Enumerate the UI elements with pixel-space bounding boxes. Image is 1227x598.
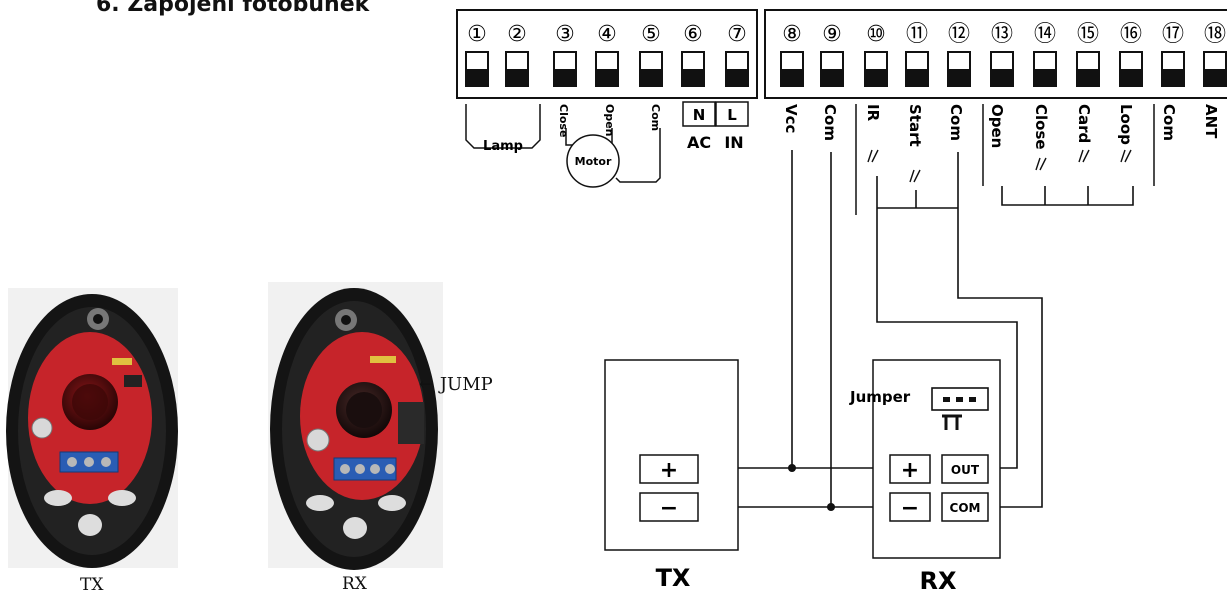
terminal-screw-fill-9 [821, 69, 843, 86]
terminal-screw-fill-6 [682, 69, 704, 86]
terminal-screw-fill-11 [906, 69, 928, 86]
terminal-screw-fill-13 [991, 69, 1013, 86]
terminal-stubs [855, 104, 1155, 215]
jumper-cap [942, 414, 962, 430]
terminal-number-1: ① [467, 22, 487, 47]
terminal-screw-fill-15 [1077, 69, 1099, 86]
close-terminal-label: Close [557, 104, 570, 137]
motor-symbol [566, 134, 620, 188]
lamp-bracket [465, 104, 541, 149]
terminal-number-15: ⑮ [1077, 22, 1099, 47]
rx-photo-caption: RX [342, 574, 367, 594]
terminal-screw-fill-8 [781, 69, 803, 86]
l-terminal-box [715, 101, 749, 127]
section-number: 6. [96, 0, 120, 17]
rx-plus-terminal [889, 454, 931, 484]
card-label: Card [1075, 104, 1093, 143]
terminal-number-12: ⑫ [948, 22, 970, 47]
jump-annotation: ← JUMP [419, 374, 493, 395]
com9-label: Com [821, 104, 839, 141]
open13-label: Open [988, 104, 1006, 148]
terminal-screws [465, 51, 1227, 87]
in-label: IN [724, 133, 743, 152]
com17-label: Com [1160, 104, 1178, 141]
terminal-number-17: ⑰ [1162, 22, 1184, 47]
terminal-number-5: ⑤ [641, 22, 661, 47]
terminal-screw-fill-17 [1162, 69, 1184, 86]
terminal-screw-fill-2 [506, 69, 528, 86]
tx-minus-terminal [639, 492, 699, 522]
terminal-screw-fill-5 [640, 69, 662, 86]
jump-label: JUMP [439, 374, 493, 395]
rx-minus-terminal [889, 492, 931, 522]
terminal-screw-fill-18 [1204, 69, 1226, 86]
jumper-pin-3 [969, 397, 976, 402]
rx-com-terminal [941, 492, 989, 522]
tx-title: TX [656, 564, 691, 592]
jumper-label: Jumper [849, 388, 911, 406]
rx-minus-label: − [901, 496, 919, 521]
terminal-number-3: ③ [555, 22, 575, 47]
wires [738, 150, 1134, 508]
n-label: N [693, 106, 706, 124]
com-terminal-label: Com [649, 104, 662, 131]
terminal-screw-fill-12 [948, 69, 970, 86]
rx-out-label: OUT [951, 463, 980, 477]
terminal-number-2: ② [507, 22, 527, 47]
terminal-number-13: ⑬ [991, 22, 1013, 47]
terminal-number-18: ⑱ [1204, 22, 1226, 47]
section-title: Zapojení fotobuněk [127, 0, 370, 17]
rx-com-label: COM [950, 501, 981, 515]
l-label: L [727, 106, 737, 124]
jumper-pin-2 [956, 397, 963, 402]
rx-out-terminal [941, 454, 989, 484]
tx-photo [6, 288, 178, 568]
rx-plus-label: + [901, 458, 919, 483]
com12-label: Com [947, 104, 965, 141]
terminal-screw-fill-14 [1034, 69, 1056, 86]
terminal-number-4: ④ [597, 22, 617, 47]
terminal-number-6: ⑥ [683, 22, 703, 47]
ant-label: ANT [1202, 104, 1220, 139]
junction-dot-vcc [788, 464, 796, 472]
terminal-number-11: ⑪ [906, 22, 928, 47]
open-terminal-label: Open [603, 104, 616, 137]
tx-plus-label: + [660, 458, 678, 483]
close14-label: Close [1032, 104, 1050, 150]
terminal-number-10: ⑩ [866, 22, 886, 47]
rx-title: RX [920, 567, 957, 594]
terminal-number-14: ⑭ [1034, 22, 1056, 47]
switch-symbols [867, 149, 1132, 183]
terminal-screw-fill-10 [865, 69, 887, 86]
ir-label: IR [864, 104, 882, 122]
vcc-label: Vcc [782, 104, 800, 133]
rx-photo [268, 282, 443, 570]
tx-photo-caption: TX [80, 575, 104, 595]
n-terminal-box [682, 101, 716, 127]
motor-label: Motor [575, 155, 612, 168]
start-label: Start [906, 104, 924, 147]
terminal-screw-fill-1 [466, 69, 488, 86]
ac-label: AC [687, 133, 711, 152]
jump-arrow-icon: ← [419, 374, 435, 395]
junction-dot-com [827, 503, 835, 511]
loop-label: Loop [1117, 104, 1135, 145]
motor-wire-com [615, 128, 661, 183]
terminal-screw-fill-7 [726, 69, 748, 86]
terminal-screw-fill-3 [554, 69, 576, 86]
tx-plus-terminal [639, 454, 699, 484]
terminal-number-16: ⑯ [1120, 22, 1142, 47]
terminal-number-9: ⑨ [822, 22, 842, 47]
section-heading: 6. Zapojení fotobuněk [96, 0, 369, 17]
terminal-screw-fill-4 [596, 69, 618, 86]
jumper-pin-1 [943, 397, 950, 402]
terminal-number-8: ⑧ [782, 22, 802, 47]
lamp-label: Lamp [483, 139, 523, 154]
terminal-screw-fill-16 [1120, 69, 1142, 86]
tx-minus-label: − [660, 496, 678, 521]
terminal-number-7: ⑦ [727, 22, 747, 47]
